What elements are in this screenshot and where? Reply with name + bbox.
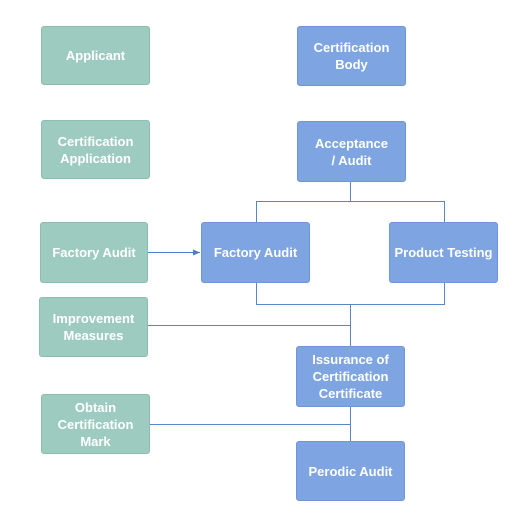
issuance-of-certificate-node: Issurance of Certification Certificate [296,346,405,407]
factory-audit-label: Factory Audit [213,245,298,260]
merge-bracket [256,283,445,305]
periodic-audit-label: Perodic Audit [308,463,393,479]
obtain-certification-mark-label: Obtain Certification Mark [57,399,134,449]
certification-application-node: Certification Application [41,120,150,179]
product-testing-label: Product Testing [394,245,493,260]
product-testing-node: Product Testing [389,222,498,283]
obtain-certification-mark-node: Obtain Certification Mark [41,394,150,454]
applicant-factory-audit-label: Factory Audit [52,245,136,260]
certification-body-label: Certification Body [313,40,390,72]
certification-application-label: Certification Application [57,133,134,166]
certification-body-node: Certification Body [297,26,406,86]
split-bracket [256,201,445,222]
factory-audit-node: Factory Audit [201,222,310,283]
applicant-label: Applicant [65,48,126,63]
applicant-node: Applicant [41,26,150,85]
acceptance-audit-node: Acceptance / Audit [297,121,406,182]
periodic-audit-node: Perodic Audit [296,441,405,501]
acceptance-audit-label: Acceptance / Audit [315,135,388,168]
improvement-measures-node: Improvement Measures [39,297,148,357]
improvement-measures-label: Improvement Measures [52,311,135,343]
applicant-factory-audit-node: Factory Audit [40,222,148,283]
issuance-of-certificate-label: Issurance of Certification Certificate [312,352,389,401]
